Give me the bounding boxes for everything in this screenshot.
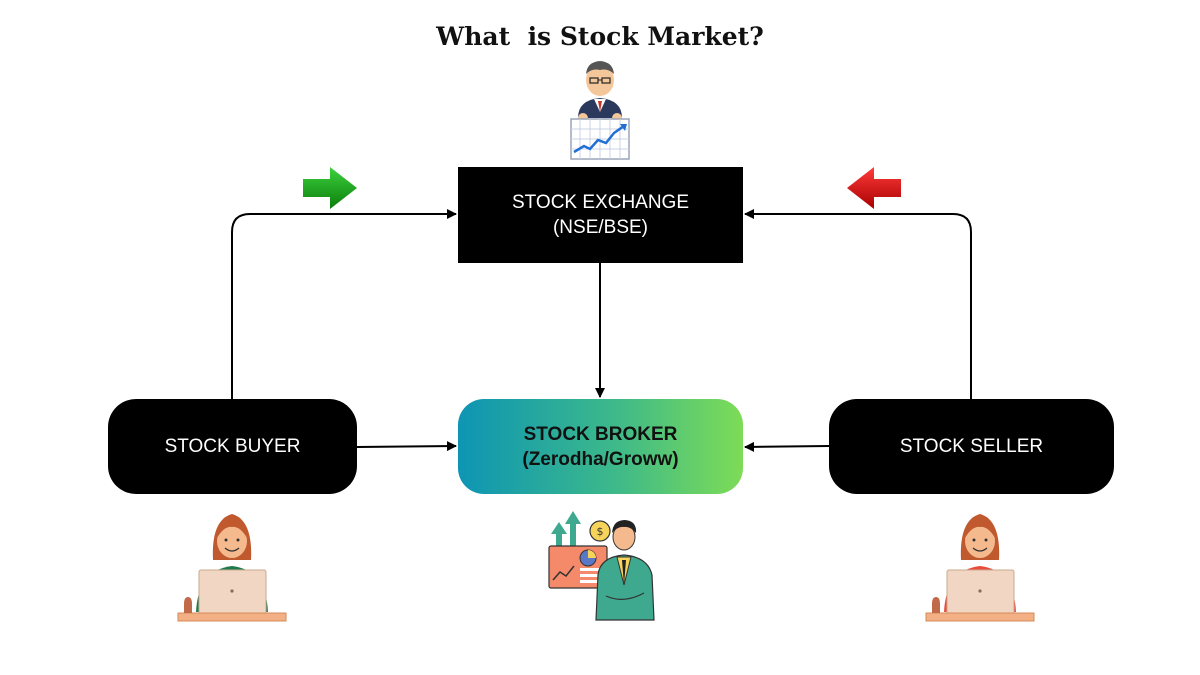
stock-broker-label: STOCK BROKER <box>523 423 678 445</box>
buyer-to-exchange-connector <box>231 209 457 399</box>
stock-buyer-node: STOCK BUYER <box>108 399 357 494</box>
broker-person-icon: $ <box>548 511 655 621</box>
buyer-to-broker-connector <box>356 441 457 452</box>
stock-exchange-sublabel: (NSE/BSE) <box>552 217 649 238</box>
page-title: What is Stock Market? <box>436 22 764 51</box>
stock-seller-label: STOCK SELLER <box>899 436 1044 457</box>
seller-laptop-icon <box>925 514 1035 622</box>
stock-exchange-label: STOCK EXCHANGE <box>511 192 690 213</box>
stock-buyer-label: STOCK BUYER <box>164 436 301 457</box>
stock-broker-node: STOCK BROKER (Zerodha/Groww) <box>458 399 743 494</box>
buy-arrow-icon <box>303 167 357 209</box>
trader-chart-icon <box>570 61 630 160</box>
seller-to-broker-connector <box>744 441 830 452</box>
stock-exchange-node: STOCK EXCHANGE (NSE/BSE) <box>458 167 743 263</box>
svg-text:$: $ <box>597 525 604 538</box>
seller-to-exchange-connector <box>744 209 972 399</box>
stock-broker-sublabel: (Zerodha/Groww) <box>522 448 679 470</box>
stock-seller-node: STOCK SELLER <box>829 399 1114 494</box>
buyer-laptop-icon <box>177 514 287 622</box>
sell-arrow-icon <box>847 167 901 209</box>
